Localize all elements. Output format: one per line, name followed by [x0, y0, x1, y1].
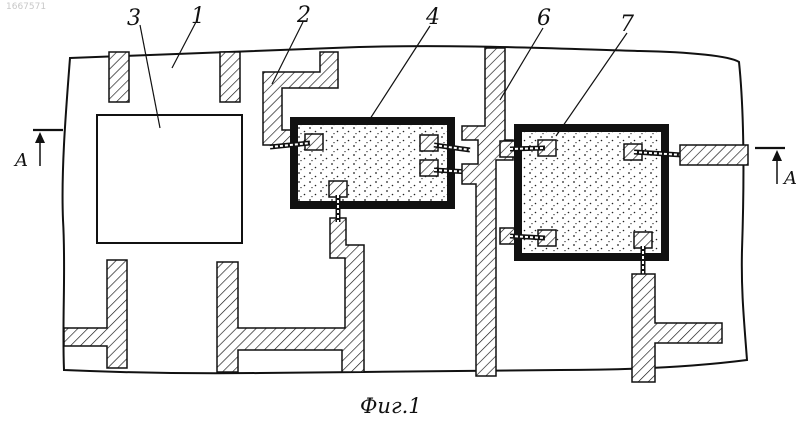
stub-top-left: [109, 52, 129, 102]
element-3-square: [97, 115, 242, 243]
label-4: 4: [425, 5, 440, 30]
figure-caption: Фиг.1: [360, 394, 422, 418]
label-section-a-right: A: [782, 168, 797, 189]
section-a-right-arrowhead: [772, 150, 782, 161]
section-a-left-arrowhead: [35, 132, 45, 143]
label-2: 2: [296, 3, 311, 28]
label-7: 7: [620, 12, 634, 37]
label-1: 1: [191, 4, 205, 29]
chip-4-pad-bottom: [329, 181, 347, 197]
stub-top-right: [220, 52, 240, 102]
label-6: 6: [537, 6, 551, 31]
label-section-a-left: A: [13, 150, 28, 171]
chip-7-pad-bottom-right: [634, 232, 652, 248]
lead-right: [680, 145, 748, 165]
label-3: 3: [127, 6, 141, 31]
